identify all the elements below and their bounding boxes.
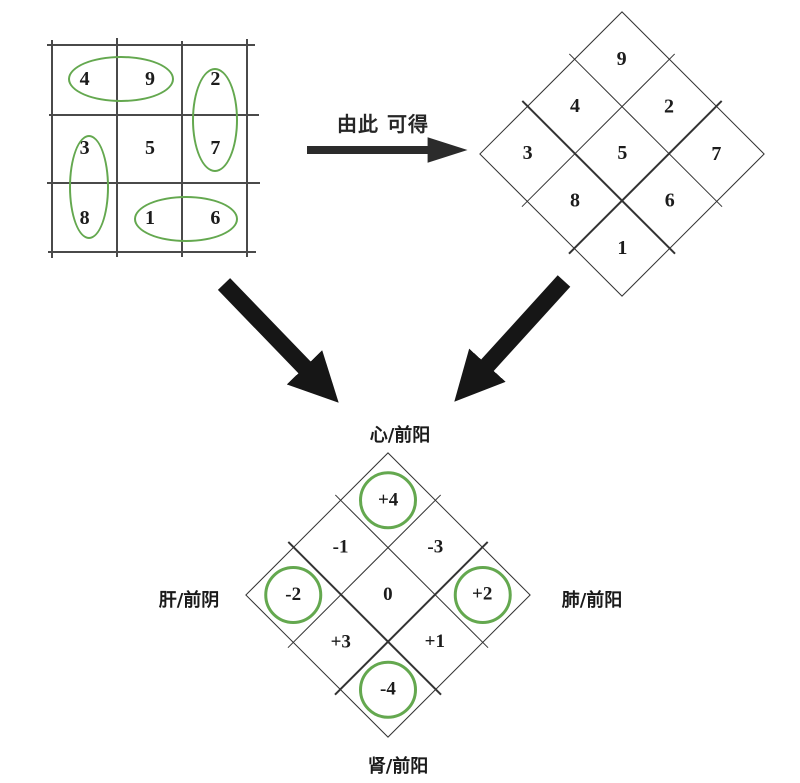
rotated-magic-square: 9 2 7 4 5 6 3 8 1 — [479, 11, 765, 297]
difference-diamond: +4 -3 +2 -1 0 +1 -2 +3 -4 — [245, 452, 531, 738]
cell-value: 1 — [617, 236, 627, 259]
rotated-square-cells: 9 2 7 4 5 6 3 8 1 — [481, 13, 764, 296]
highlight-ellipse-4-9 — [68, 56, 174, 102]
highlight-ellipse-3-8 — [69, 135, 109, 239]
label-liver: 肝/前阴 — [158, 590, 220, 611]
cell-value: 8 — [569, 189, 580, 212]
cell-value: +3 — [330, 631, 352, 653]
cell-value: +1 — [424, 631, 446, 653]
label-lung: 肺/前阳 — [561, 590, 623, 611]
grid-line — [116, 38, 118, 257]
big-arrow-left — [217, 278, 339, 403]
cell-value: -4 — [380, 678, 396, 700]
grid-line — [47, 44, 255, 46]
grid-line — [51, 40, 53, 258]
label-kidney: 肾/前阳 — [367, 756, 429, 777]
cell-value: 0 — [383, 583, 393, 605]
grid-line — [48, 251, 256, 253]
magic-square-grid: 4 9 2 3 5 7 8 1 6 — [47, 38, 260, 258]
highlight-ellipse-1-6 — [134, 196, 238, 242]
grid-line — [49, 114, 259, 116]
grid-line — [181, 41, 183, 257]
grid-line — [47, 182, 260, 184]
cell-value: 7 — [711, 142, 722, 165]
cell-value: 9 — [617, 48, 627, 71]
cell-value: 5 — [144, 137, 155, 160]
cell-value: -1 — [332, 536, 349, 558]
cell-value: +2 — [472, 583, 493, 605]
cell-value: -2 — [285, 583, 302, 605]
cell-value: 2 — [664, 95, 675, 118]
cell-value: 6 — [664, 189, 675, 212]
big-arrow-right — [454, 275, 571, 402]
label-heart: 心/前阳 — [369, 425, 431, 446]
cell-value: -3 — [427, 536, 444, 558]
square-cell: 5 — [117, 114, 182, 183]
transform-arrow-label: 由此 可得 — [337, 112, 429, 136]
cell-value: +4 — [377, 489, 399, 511]
highlight-ellipse-2-7 — [192, 68, 238, 172]
cell-value: 4 — [569, 95, 580, 118]
grid-line — [246, 39, 248, 257]
difference-diamond-cells: +4 -3 +2 -1 0 +1 -2 +3 -4 — [247, 454, 530, 737]
cell-value: 5 — [617, 142, 627, 165]
cell-value: 3 — [522, 142, 533, 165]
